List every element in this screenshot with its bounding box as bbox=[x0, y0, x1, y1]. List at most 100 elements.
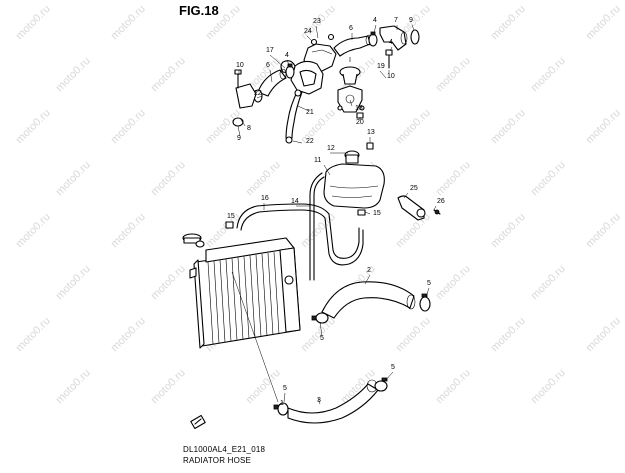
watermark-text: moto0.ru bbox=[54, 263, 93, 302]
watermark-text: moto0.ru bbox=[394, 315, 433, 354]
bolt-26 bbox=[433, 209, 441, 215]
leader-line bbox=[319, 321, 323, 337]
leader-line bbox=[364, 211, 371, 215]
watermark-text: moto0.ru bbox=[584, 315, 623, 354]
callout-c3: 3 bbox=[317, 397, 321, 404]
leader-line bbox=[231, 271, 279, 403]
callout-c5b: 5 bbox=[320, 335, 324, 342]
watermark-text: moto0.ru bbox=[489, 211, 528, 250]
watermark-text: moto0.ru bbox=[434, 263, 473, 302]
clamp-5-hose3-left bbox=[273, 402, 289, 416]
leader-line bbox=[379, 70, 387, 79]
callout-c26: 26 bbox=[437, 198, 445, 205]
callout-c7: 7 bbox=[394, 17, 398, 24]
callout-c15a: 15 bbox=[227, 213, 235, 220]
leader-line bbox=[283, 392, 286, 403]
reservoir-cap bbox=[344, 150, 360, 164]
radiator-fin bbox=[225, 259, 232, 342]
watermark-text: moto0.ru bbox=[149, 263, 188, 302]
watermark-text: moto0.ru bbox=[529, 159, 568, 198]
callout-c5d: 5 bbox=[283, 385, 287, 392]
radiator-fin bbox=[255, 254, 262, 337]
leader-line bbox=[364, 274, 371, 285]
leader-line bbox=[239, 117, 246, 127]
radiator-fin bbox=[261, 253, 268, 336]
callout-c1: 1 bbox=[280, 400, 284, 407]
callout-c24: 24 bbox=[304, 28, 312, 35]
leader-line bbox=[433, 205, 437, 211]
watermark-text: moto0.ru bbox=[109, 3, 148, 42]
callout-c9a: 9 bbox=[409, 17, 413, 24]
watermark-text: moto0.ru bbox=[299, 107, 338, 146]
watermark-text: moto0.ru bbox=[434, 367, 473, 406]
callout-c25: 25 bbox=[410, 185, 418, 192]
radiator-fin bbox=[273, 252, 280, 335]
clamp-5-hose3-right bbox=[374, 377, 388, 392]
bolt-10-upper bbox=[385, 49, 393, 69]
figure-title: FIG.18 bbox=[179, 3, 219, 18]
watermark-text: moto0.ru bbox=[529, 55, 568, 94]
leader-line bbox=[373, 24, 377, 34]
callout-c10b: 10 bbox=[387, 73, 395, 80]
leader-line bbox=[317, 397, 321, 405]
callout-c19: 19 bbox=[377, 63, 385, 70]
leader-line bbox=[306, 35, 313, 42]
watermark-text: moto0.ru bbox=[14, 211, 53, 250]
thermostat-housing bbox=[280, 60, 324, 95]
callout-c5c: 5 bbox=[391, 364, 395, 371]
clamp-5-hose2-left bbox=[311, 312, 329, 324]
callout-c9b: 9 bbox=[237, 135, 241, 142]
callout-c18: 18 bbox=[355, 105, 363, 112]
callout-c5a: 5 bbox=[427, 280, 431, 287]
leader-line bbox=[297, 105, 310, 112]
radiator-cap bbox=[182, 233, 205, 248]
callout-c20: 20 bbox=[356, 119, 364, 126]
clip-15-hose bbox=[225, 221, 234, 229]
radiator-fin bbox=[231, 258, 238, 341]
callout-c22a: 22 bbox=[254, 90, 262, 97]
bolt-13 bbox=[366, 142, 374, 150]
callout-c4b: 4 bbox=[285, 52, 289, 59]
leader-line bbox=[349, 99, 353, 107]
hose-16 bbox=[236, 203, 364, 266]
watermark-text: moto0.ru bbox=[109, 107, 148, 146]
leader-line bbox=[411, 24, 415, 31]
callout-c10a: 10 bbox=[236, 62, 244, 69]
radiator-hose-2 bbox=[321, 281, 416, 319]
leader-line bbox=[383, 371, 394, 383]
watermark-text: moto0.ru bbox=[149, 367, 188, 406]
reservoir-bracket-25 bbox=[397, 195, 426, 221]
watermark-text: moto0.ru bbox=[14, 315, 53, 354]
watermark-text: moto0.ru bbox=[149, 55, 188, 94]
watermark-text: moto0.ru bbox=[434, 55, 473, 94]
radiator-fin bbox=[249, 255, 256, 338]
watermark-text: moto0.ru bbox=[394, 107, 433, 146]
watermark-text: moto0.ru bbox=[489, 315, 528, 354]
radiator-fin bbox=[207, 261, 214, 345]
clamp-5-hose2-right bbox=[419, 293, 431, 312]
watermark-text: moto0.ru bbox=[149, 159, 188, 198]
reservoir-tank bbox=[323, 163, 385, 209]
callout-c4a: 4 bbox=[373, 17, 377, 24]
radiator-fin bbox=[219, 260, 226, 343]
leader-line bbox=[425, 287, 430, 298]
callout-c13: 13 bbox=[367, 129, 375, 136]
watermark-text: moto0.ru bbox=[14, 107, 53, 146]
watermark-text: moto0.ru bbox=[204, 211, 243, 250]
watermark-text: moto0.ru bbox=[244, 159, 283, 198]
hose-6-upper bbox=[333, 34, 373, 57]
figure-code: DL1000AL4_E21_018 bbox=[183, 445, 266, 454]
elbow-fitting-7 bbox=[379, 25, 408, 51]
radiator-fin bbox=[237, 257, 244, 340]
figure-name: RADIATOR HOSE bbox=[183, 456, 252, 465]
overflow-hose-14 bbox=[309, 172, 325, 281]
bypass-hose-21 bbox=[285, 89, 303, 144]
watermark-text: moto0.ru bbox=[54, 367, 93, 406]
callout-c22b: 22 bbox=[306, 138, 314, 145]
leader-line bbox=[389, 46, 393, 52]
callout-c6a: 6 bbox=[349, 25, 353, 32]
callout-c16: 16 bbox=[261, 195, 269, 202]
o-ring-9-upper bbox=[410, 29, 420, 45]
watermark-text: moto0.ru bbox=[584, 107, 623, 146]
leader-line bbox=[315, 25, 319, 39]
